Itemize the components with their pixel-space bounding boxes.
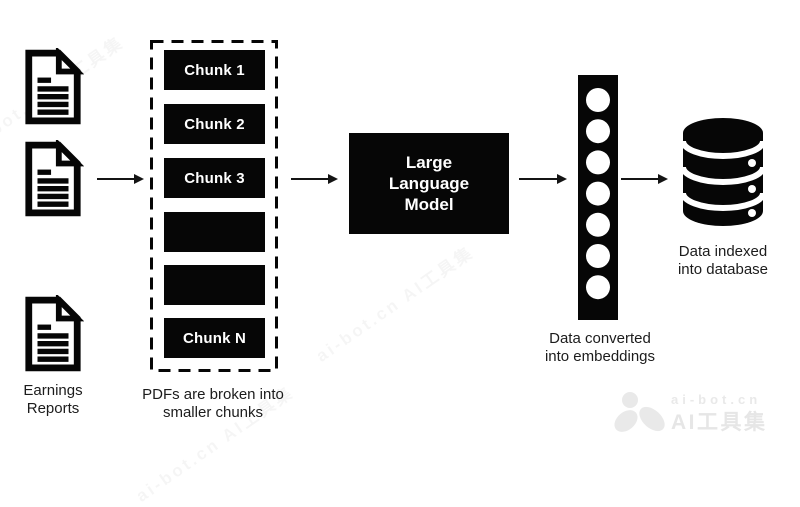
chunk-block-3: Chunk 3: [164, 158, 265, 198]
database-caption: Data indexed into database: [638, 243, 800, 278]
sources-caption-line2: Reports: [26, 399, 80, 417]
llm-label-line1: Large: [405, 153, 453, 172]
arrow-llm-to-embeddings: [519, 173, 567, 184]
ai-bot-logo-icon: [614, 392, 665, 432]
arrow-docs-to-chunks: [97, 173, 144, 184]
sources-caption-line1: Earnings: [23, 382, 83, 399]
embeddings-caption-line1: Data converted: [549, 330, 651, 347]
database-caption-line1: Data indexed: [678, 243, 768, 260]
embedding-vector-icon: [578, 75, 618, 320]
chunk-block-4: [164, 212, 265, 252]
llm-label-line2: Language: [388, 174, 470, 193]
database-icon: [680, 118, 766, 226]
llm-label-line3: Model: [404, 195, 454, 214]
chunk-block-2: Chunk 2: [164, 104, 265, 144]
watermark-brand: AI工具集: [671, 411, 768, 434]
chunk-block-5: [164, 265, 265, 305]
document-icon: [25, 140, 84, 217]
sources-caption: Earnings Reports: [3, 382, 103, 417]
llm-box: Large Language Model: [349, 133, 509, 234]
chunk-block-n: Chunk N: [164, 318, 265, 358]
database-caption-line2: into database: [677, 260, 769, 278]
chunk-container-frame: [150, 40, 278, 372]
document-icon: [25, 48, 84, 125]
document-icon: [25, 295, 84, 372]
chunking-caption-line1: PDFs are broken into: [142, 386, 284, 403]
ghost-watermark: ai-bot.cn AI工具集: [310, 238, 478, 366]
rag-ingestion-diagram: ai-bot.cn AI工具集 ai-bot.cn AI工具集 ai-bot.c…: [3, 40, 800, 434]
chunking-caption-line2: smaller chunks: [162, 403, 264, 421]
chunking-caption: PDFs are broken into smaller chunks: [118, 386, 308, 421]
arrow-embeddings-to-database: [621, 173, 668, 184]
embeddings-caption: Data converted into embeddings: [505, 330, 695, 365]
watermark-domain: ai-bot.cn: [671, 392, 762, 407]
embeddings-caption-line2: into embeddings: [544, 347, 656, 365]
arrow-chunks-to-llm: [291, 173, 338, 184]
chunk-block-1: Chunk 1: [164, 50, 265, 90]
